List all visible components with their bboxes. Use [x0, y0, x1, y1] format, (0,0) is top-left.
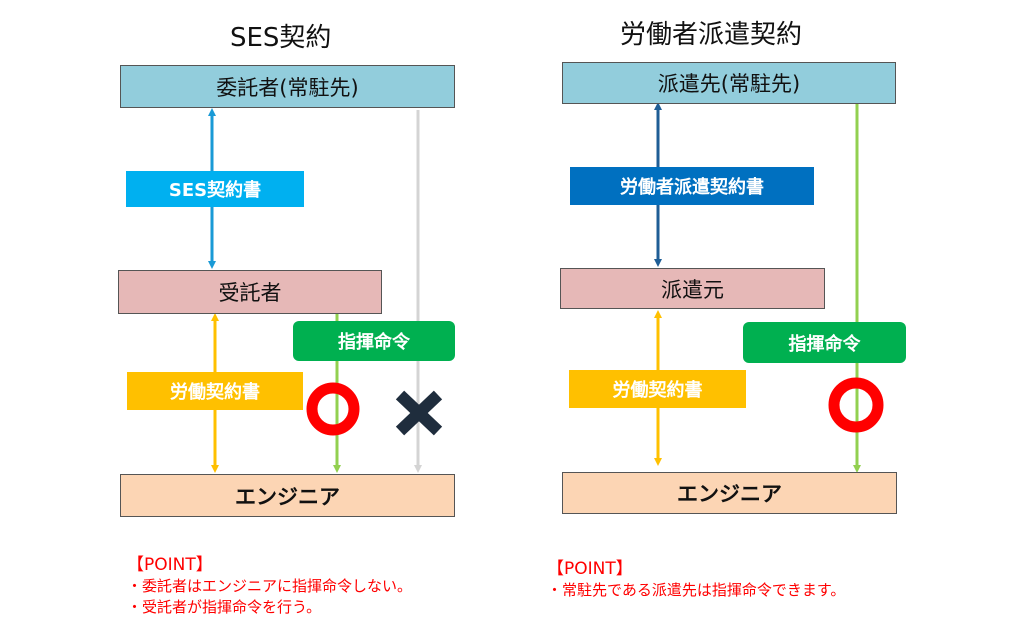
ses-point-line: ・受託者が指揮命令を行う。: [127, 598, 322, 616]
dispatch-point-line: ・常駐先である派遣先は指揮命令できます。: [547, 581, 846, 599]
dispatch-contract-label: 労働者派遣契約書: [570, 167, 814, 205]
dispatch-client-box: 派遣先(常駐先): [562, 62, 896, 104]
ses-point-section: 【POINT】 ・委託者はエンジニアに指揮命令しない。 ・受託者が指揮命令を行う…: [127, 555, 412, 618]
dispatch-title: 労働者派遣契約: [620, 20, 803, 50]
cross-x-icon: [395, 390, 443, 436]
ses-title: SES契約: [230, 23, 332, 53]
ses-engineer-box: エンジニア: [120, 474, 455, 517]
dispatch-point-header: 【POINT】: [547, 559, 633, 579]
dispatch-vendor-box: 派遣元: [560, 268, 825, 309]
ses-client-box: 委託者(常駐先): [120, 65, 455, 108]
ses-point-line: ・委託者はエンジニアに指揮命令しない。: [127, 577, 413, 595]
circle-ok-icon: [828, 377, 884, 433]
ses-point-header: 【POINT】: [127, 555, 213, 575]
ses-contract-label: SES契約書: [126, 171, 304, 207]
dispatch-command-label: 指揮命令: [743, 322, 906, 363]
dispatch-point-section: 【POINT】 ・常駐先である派遣先は指揮命令できます。: [547, 559, 845, 601]
ses-employment-label: 労働契約書: [127, 372, 303, 410]
ses-command-label: 指揮命令: [293, 321, 455, 361]
circle-ok-icon: [306, 382, 360, 436]
dispatch-employment-label: 労働契約書: [569, 370, 746, 408]
ses-vendor-box: 受託者: [118, 270, 382, 314]
dispatch-engineer-box: エンジニア: [562, 472, 897, 514]
